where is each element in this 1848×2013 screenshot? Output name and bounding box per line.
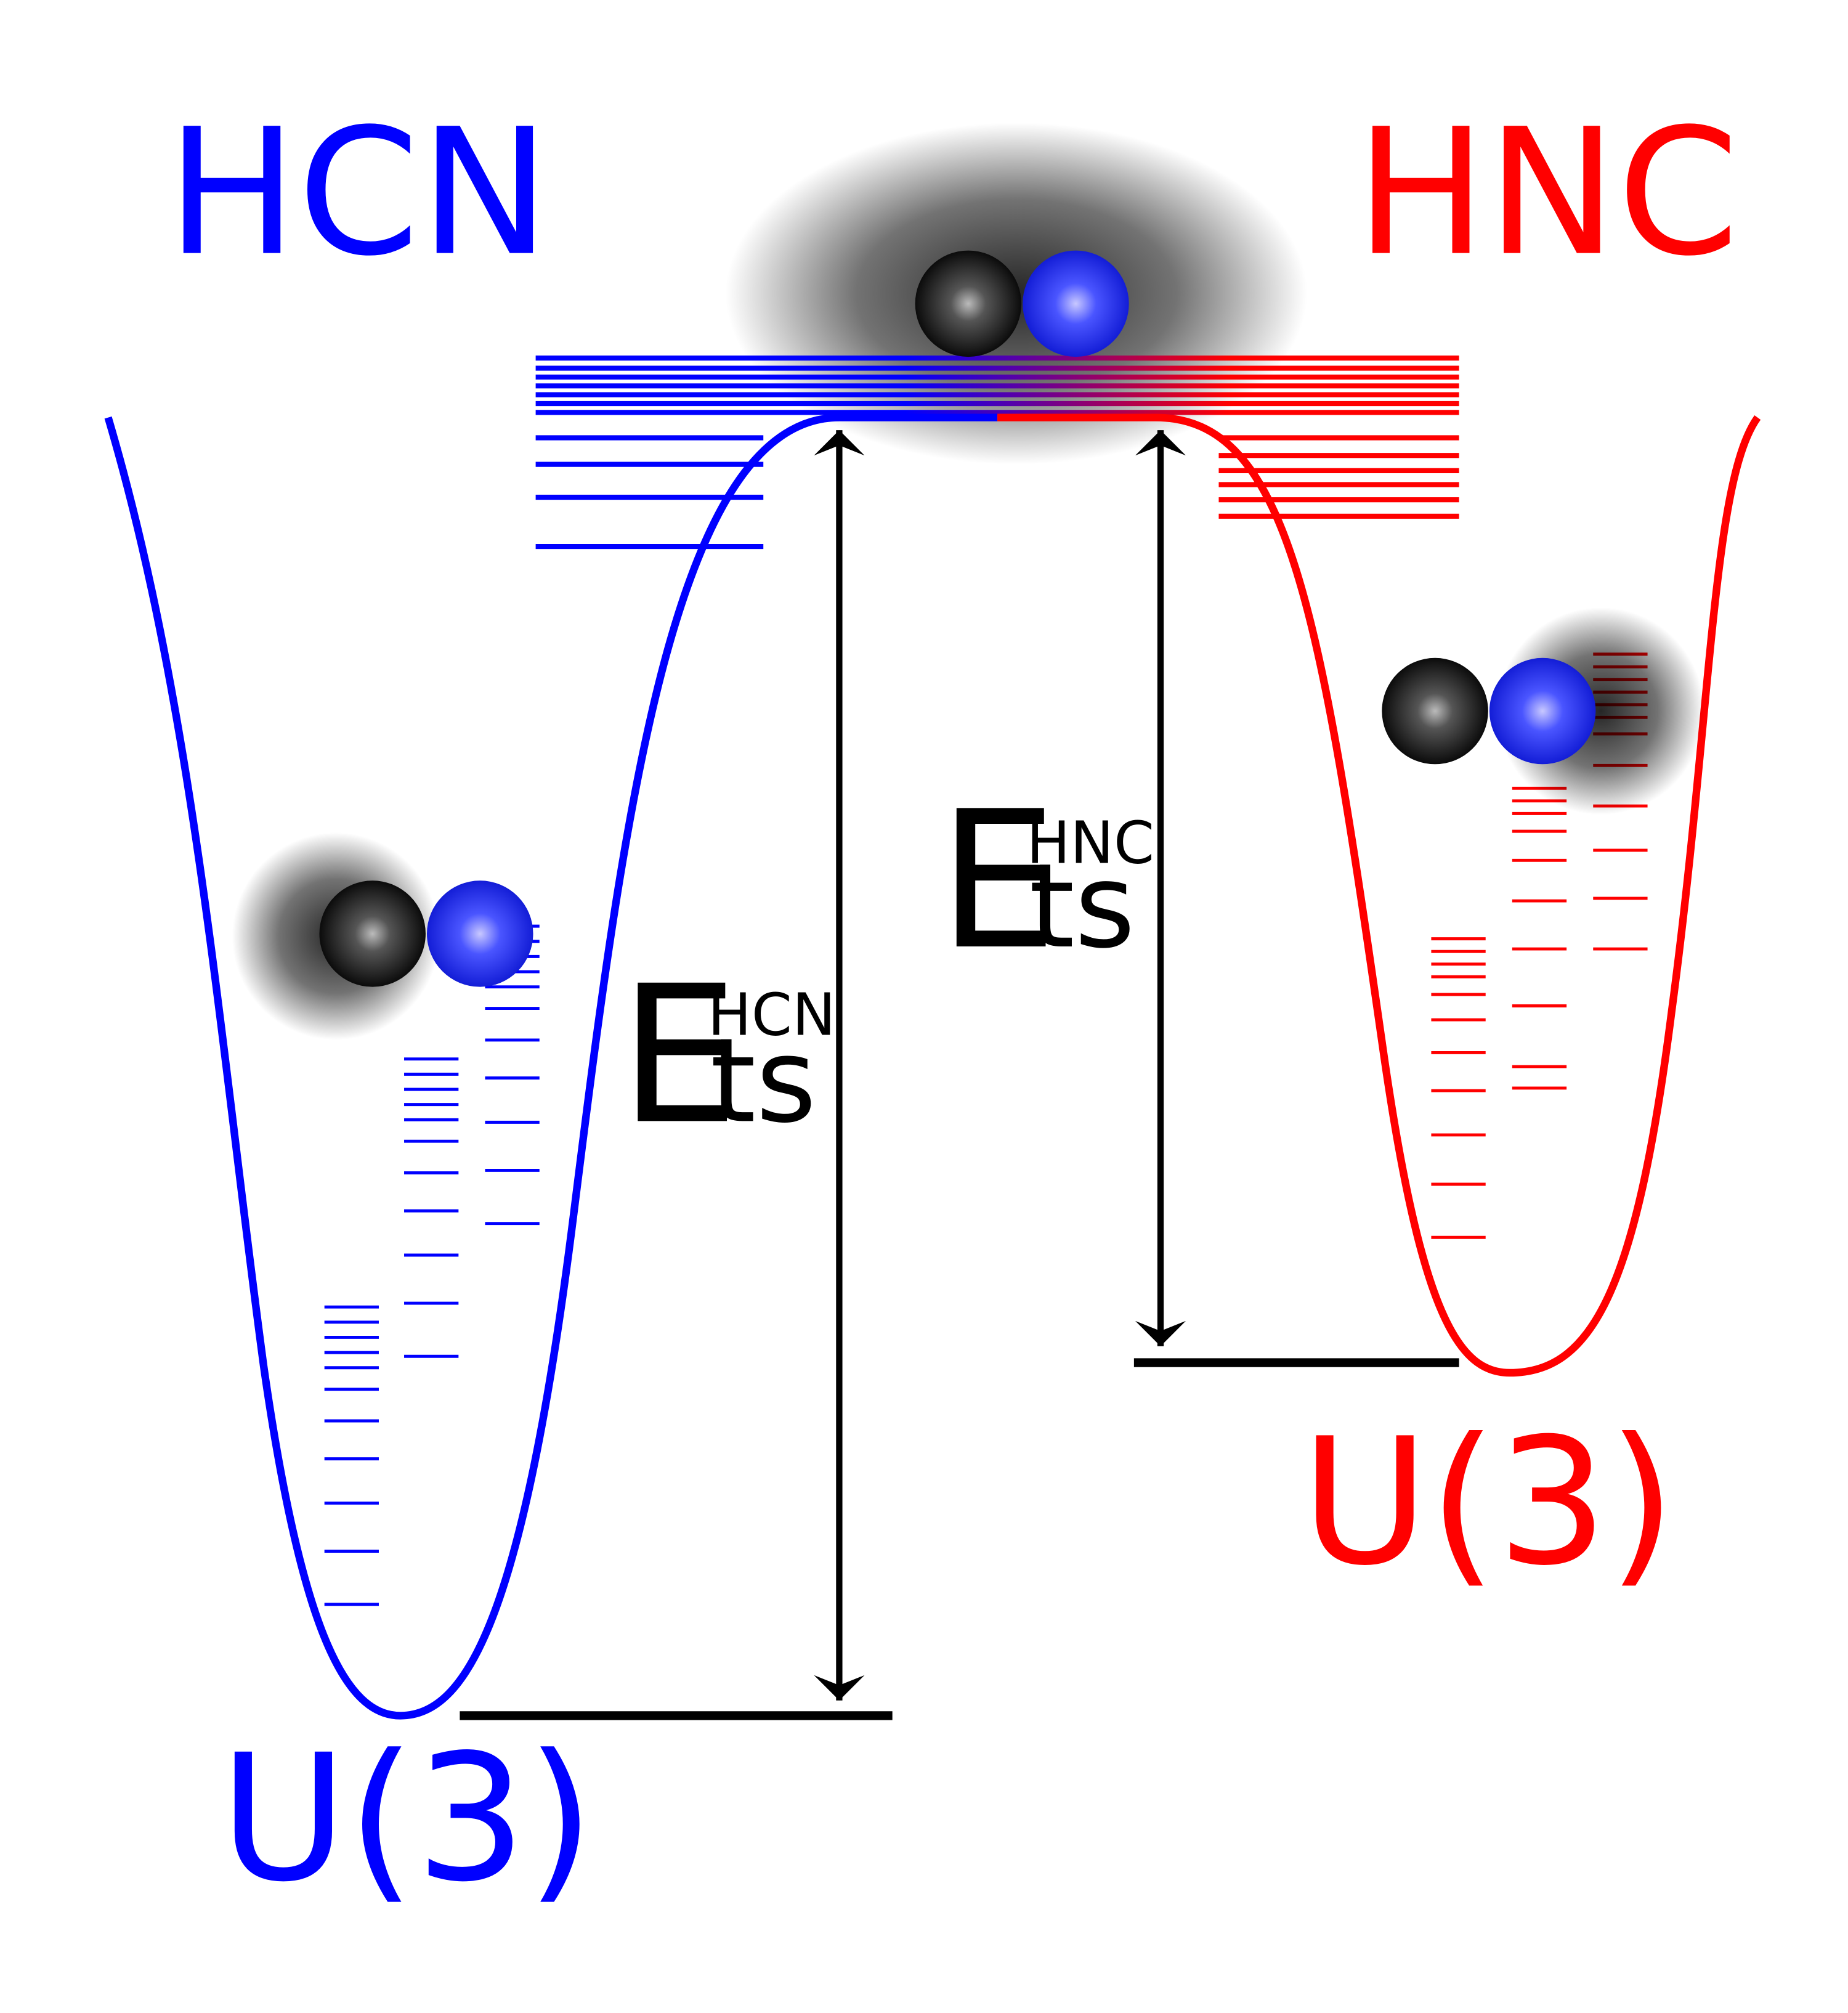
ts-levels xyxy=(535,356,1459,550)
hcn-symmetry-label: U(3) xyxy=(219,1717,594,1920)
energy-subscript-hcn: ts xyxy=(710,1013,817,1149)
hnc-symmetry-label: U(3) xyxy=(1301,1401,1676,1604)
carbon-atom-ts xyxy=(915,250,1022,357)
energy-subscript-hnc: ts xyxy=(1029,839,1135,974)
energy-superscript-hcn: HCN xyxy=(708,982,836,1049)
nitrogen-atom-ts xyxy=(1023,250,1129,357)
ts-molecule xyxy=(915,250,1129,357)
hnc-barrier-label: E ts HNC xyxy=(938,770,1154,991)
energy-letter-hcn: E xyxy=(619,945,739,1166)
nitrogen-atom-hcn xyxy=(427,880,533,987)
hcn-molecule xyxy=(319,880,533,987)
energy-superscript-hnc: HNC xyxy=(1026,809,1154,877)
hnc-molecule xyxy=(1382,657,1596,765)
hnc-label: HNC xyxy=(1355,91,1739,295)
nitrogen-atom-hnc xyxy=(1489,657,1596,765)
hcn-barrier-label: E ts HCN xyxy=(619,945,835,1166)
hcn-label: HCN xyxy=(166,91,550,295)
hcn-potential-curve xyxy=(104,413,998,1720)
hcn-levels xyxy=(324,924,540,1606)
energy-letter-hnc: E xyxy=(938,770,1058,991)
carbon-atom-hnc xyxy=(1382,657,1488,765)
carbon-atom-hcn xyxy=(319,880,426,987)
